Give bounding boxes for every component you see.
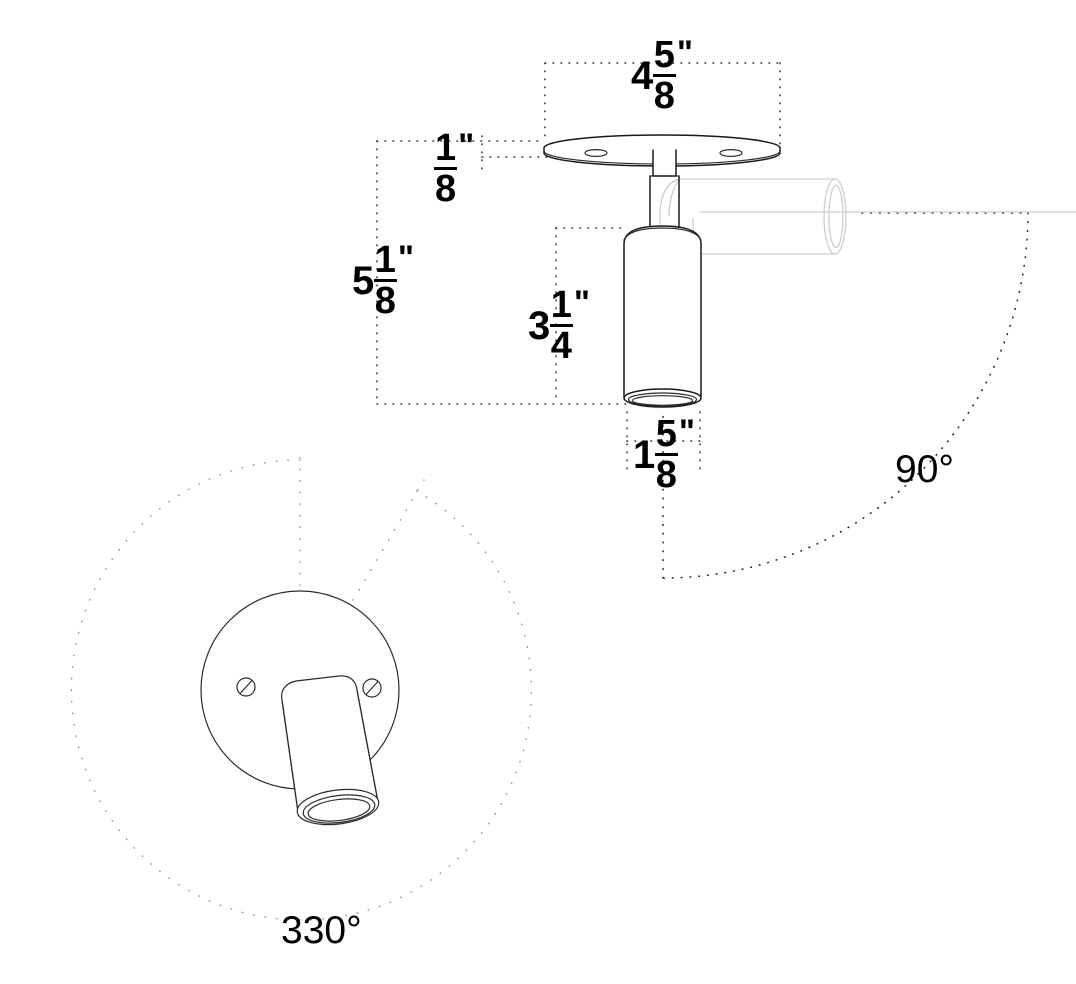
canopy-thickness-fraction: 1 8 [434,127,458,210]
canopy-diameter-inch-mark: " [676,34,694,72]
pan-angle-label: 330° [281,909,362,952]
canopy-screw-left [584,149,608,158]
overall-height-numerator: 1 [373,239,397,282]
canopy-thickness-dimension-label: 1 8 " [434,127,475,210]
stem-knuckle [649,149,680,239]
cylinder-length-inch-mark: " [573,284,591,322]
canopy-diameter-dimension-lines [544,62,781,151]
canopy-diameter-whole: 4 [631,53,653,98]
lens-rim [623,388,702,408]
canopy-diameter-denominator: 8 [653,74,675,117]
cylinder-diameter-numerator: 5 [654,413,678,456]
overall-height-denominator: 8 [374,279,396,322]
plan-lens-rim [296,788,380,826]
plan-cylinder [281,675,379,813]
cylinder-length-denominator: 4 [550,324,572,367]
cylinder-diameter-denominator: 8 [655,453,677,496]
canopy-thickness-numerator: 1 [434,127,458,170]
overall-height-inch-mark: " [397,239,415,277]
overall-height-fraction: 1 8 [373,239,397,322]
canopy-thickness-denominator: 8 [435,167,457,210]
cylinder-length-fraction: 1 4 [549,284,573,367]
plan-screw-left [236,677,256,697]
cylinder-diameter-dimension-label: 1 5 8 " [633,413,696,496]
cylinder-length-numerator: 1 [549,284,573,327]
overall-height-whole: 5 [352,258,374,303]
cylinder-length-dimension-lines [555,227,626,403]
spotlight-cylinder [623,225,702,398]
cylinder-diameter-dimension-lines [626,411,701,471]
ghost-cylinder-rotated [659,178,1076,255]
overall-height-dimension-label: 5 1 8 " [352,239,415,322]
canopy-diameter-dimension-label: 4 5 8 " [631,34,694,117]
cylinder-length-dimension-label: 3 1 4 " [528,284,591,367]
cylinder-diameter-whole: 1 [633,432,655,477]
cylinder-length-whole: 3 [528,303,550,348]
rotation-sweep-circle [70,446,533,921]
cylinder-diameter-inch-mark: " [678,413,696,451]
overall-height-dimension-lines [376,140,641,405]
tilt-angle-label: 90° [895,448,954,491]
canopy-diameter-numerator: 5 [652,34,676,77]
plan-screw-right [362,678,382,698]
canopy-diameter-fraction: 5 8 [652,34,676,117]
cylinder-diameter-fraction: 5 8 [654,413,678,496]
canopy-thickness-inch-mark: " [458,127,475,165]
tilt-angle-sweep [662,212,1029,579]
canopy-screw-right [719,149,743,158]
